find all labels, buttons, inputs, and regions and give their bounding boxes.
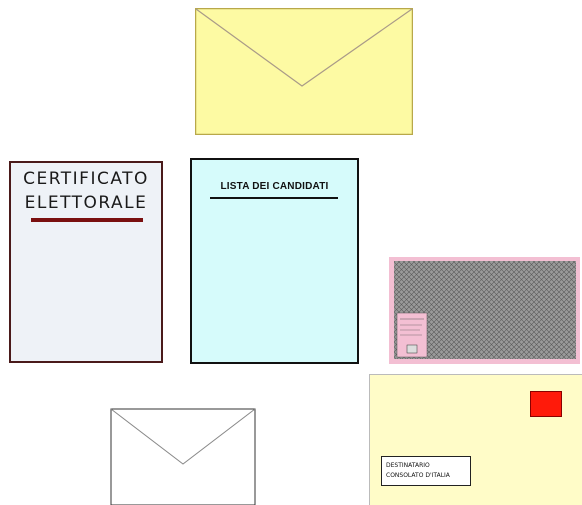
certificato-title-line2: ELETTORALE xyxy=(11,193,161,213)
yellow-envelope[interactable] xyxy=(195,8,413,135)
lista-underline xyxy=(210,197,338,199)
pink-ballot-envelope[interactable] xyxy=(389,257,580,364)
recipient-label-line1: DESTINATARIO xyxy=(386,461,470,471)
white-envelope[interactable] xyxy=(110,408,256,505)
certificato-underline xyxy=(31,218,143,222)
recipient-label: DESTINATARIO CONSOLATO D'ITALIA xyxy=(381,456,471,486)
red-stamp xyxy=(530,391,562,417)
lista-title: LISTA DEI CANDIDATI xyxy=(192,181,357,192)
lista-candidati-card[interactable]: LISTA DEI CANDIDATI xyxy=(190,158,359,364)
certificato-title-line1: CERTIFICATO xyxy=(11,169,161,189)
recipient-label-line2: CONSOLATO D'ITALIA xyxy=(386,471,470,481)
certificato-elettorale-card[interactable]: CERTIFICATO ELETTORALE xyxy=(9,161,163,363)
